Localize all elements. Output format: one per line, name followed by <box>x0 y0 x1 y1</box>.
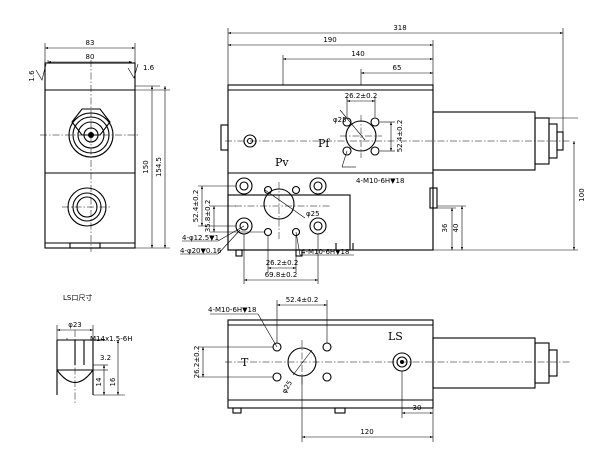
side-view: 83 80 150 154.5 1.6 1.6 <box>28 39 170 252</box>
dim-phi125: 4-φ12.5▼1 <box>182 234 219 242</box>
dim-358: 35.8±0.2 <box>204 200 212 233</box>
dim-262-bottom: 26.2±0.2 <box>193 346 201 379</box>
dim-65: 65 <box>393 64 402 72</box>
dim-150: 150 <box>142 160 150 173</box>
roughness-left-symbol <box>35 63 47 81</box>
dim-overall-length: 318 <box>393 24 406 32</box>
front-lower-flange <box>227 194 351 251</box>
label-pf: Pf <box>318 137 330 150</box>
dim-phi20: 4-φ20▼0.16 <box>180 247 222 255</box>
front-view: 318 190 140 65 26.2±0.2 φ25 52.4±0.2 4-M… <box>180 24 586 284</box>
label-pv: Pv <box>275 156 289 169</box>
ls-dim-14: 14 <box>95 377 103 386</box>
dim-1545: 154.5 <box>155 157 163 177</box>
dim-m10-pf: 4-M10-6H▼18 <box>356 177 404 185</box>
dim-262-pv: 26.2±0.2 <box>266 259 299 267</box>
bottom-cartridge-body <box>432 337 536 389</box>
dim-80: 80 <box>86 53 95 61</box>
front-main-body <box>227 84 434 251</box>
dim-524-bottom: 52.4±0.2 <box>286 296 319 304</box>
dim-30: 30 <box>413 404 422 412</box>
roughness-right: 1.6 <box>143 64 155 72</box>
ls-detail-title: LS口尺寸 <box>63 293 92 302</box>
dim-524-pf: 52.4±0.2 <box>396 120 404 153</box>
dim-m10-bottom: 4-M10-6H▼18 <box>208 306 256 314</box>
ls-port-detail: LS口尺寸 φ23 M14x1.5-6H 3.2 14 16 <box>56 293 132 405</box>
dim-100: 100 <box>578 188 586 201</box>
dim-190: 190 <box>323 36 336 44</box>
roughness-left: 1.6 <box>28 70 36 82</box>
ls-thread: M14x1.5-6H <box>90 335 132 343</box>
dim-phi25-bottom: φ25 <box>280 379 294 395</box>
dim-524-pv: 52.4±0.2 <box>192 190 200 223</box>
ls-port <box>392 352 412 372</box>
dim-698: 69.8±0.2 <box>265 271 298 279</box>
ls-dim-16: 16 <box>109 377 117 386</box>
dim-phi25-pf: φ25 <box>333 116 347 124</box>
dim-140: 140 <box>351 50 364 58</box>
dim-262-top: 26.2±0.2 <box>345 92 378 100</box>
label-ls: LS <box>388 330 403 343</box>
roughness-right-symbol <box>127 63 139 79</box>
pv-port <box>235 177 330 240</box>
front-left-boss <box>220 124 229 151</box>
dim-120: 120 <box>360 428 373 436</box>
label-t: T <box>241 356 249 369</box>
dim-phi25-pv: φ25 <box>306 210 320 218</box>
bottom-view: 4-M10-6H▼18 52.4±0.2 26.2±0.2 φ25 30 120… <box>193 296 570 442</box>
dim-36: 36 <box>441 223 449 232</box>
ls-dim-phi23: φ23 <box>68 321 82 329</box>
dim-83: 83 <box>86 39 95 47</box>
dim-40: 40 <box>452 224 460 233</box>
ls-dim-32: 3.2 <box>100 354 111 362</box>
dim-m10-pv: 4-M10-6H▼18 <box>301 248 349 256</box>
